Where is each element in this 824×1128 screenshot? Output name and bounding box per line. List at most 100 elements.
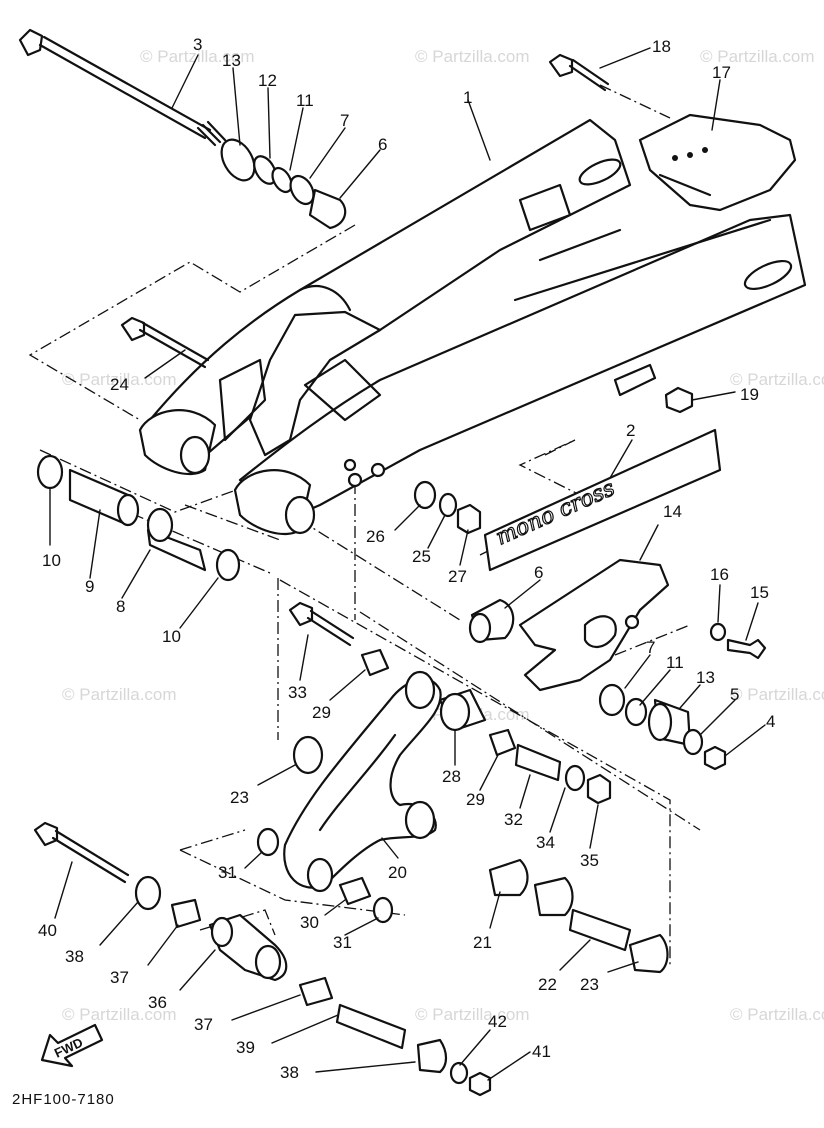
watermark-text: © Partzilla.com [62,1005,177,1024]
relay-spacers-30-31[interactable] [256,827,394,924]
thrust-washer-11 [271,166,293,194]
callout-13[interactable]: 13 [222,51,241,70]
pivot-boss-right [284,495,316,535]
callout-6[interactable]: 6 [378,135,387,154]
bushing-6b[interactable] [468,598,515,644]
watermark-text: © Partzilla.com [62,370,177,389]
callout-10[interactable]: 10 [42,551,61,570]
pivot-bushing-set-right[interactable] [598,622,767,771]
callout-24[interactable]: 24 [110,375,129,394]
swingarm-body[interactable] [138,118,807,535]
callout-37b[interactable]: 37 [194,1015,213,1034]
forward-direction-arrow: FWD [40,1023,104,1068]
seal-10b [215,548,241,582]
callout-11b[interactable]: 11 [666,653,684,672]
callout-12[interactable]: 12 [258,71,277,90]
callout-32[interactable]: 32 [504,810,523,829]
callout-27[interactable]: 27 [448,567,467,586]
callout-30[interactable]: 30 [300,913,319,932]
callout-6b[interactable]: 6 [534,563,543,582]
callout-26[interactable]: 26 [366,527,385,546]
callout-28[interactable]: 28 [442,767,461,786]
drawing-code: 2HF100-7180 [12,1091,115,1108]
callout-19[interactable]: 19 [740,385,759,404]
bolt-24[interactable] [120,316,210,369]
callout-39[interactable]: 39 [236,1038,255,1057]
watermark-text: © Partzilla.com [700,47,815,66]
axle-slot-right [743,259,793,291]
watermark-text: © Partzilla.com [730,370,824,389]
leader-lines [49,47,766,1081]
bolt-33[interactable] [288,601,355,647]
callout-41[interactable]: 41 [532,1042,551,1061]
axle-slot-left [578,158,622,186]
connecting-rod-36[interactable] [208,913,288,982]
relay-arm-20[interactable] [283,670,442,893]
callout-4[interactable]: 4 [766,712,775,731]
callout-33[interactable]: 33 [288,683,307,702]
callout-29b[interactable]: 29 [466,790,485,809]
callout-7b[interactable]: 7 [646,638,655,657]
callout-20[interactable]: 20 [388,863,407,882]
callout-3[interactable]: 3 [193,35,202,54]
oil-seal-13 [220,138,256,182]
callout-15[interactable]: 15 [750,583,769,602]
watermark-text: © Partzilla.com [730,685,824,704]
callout-31[interactable]: 31 [218,863,237,882]
callout-29[interactable]: 29 [312,703,331,722]
callout-22[interactable]: 22 [538,975,557,994]
callout-37[interactable]: 37 [110,968,129,987]
callout-42[interactable]: 42 [488,1012,507,1031]
callout-5[interactable]: 5 [730,685,739,704]
watermark-text: © Partzilla.com [415,47,530,66]
callout-16[interactable]: 16 [710,565,729,584]
callout-7[interactable]: 7 [340,111,349,130]
washers-25-27[interactable] [413,480,482,535]
washer-9 [116,493,140,527]
bracket-tab [613,363,657,397]
pivot-bushing-set-left[interactable] [36,454,241,582]
watermark-text: © Partzilla.com [730,1005,824,1024]
pivot-boss-left [179,435,211,475]
callout-8[interactable]: 8 [116,597,125,616]
decal-2[interactable]: mono cross [483,428,722,572]
pivot-shaft[interactable] [18,28,227,147]
callout-23b[interactable]: 23 [580,975,599,994]
seal-10 [36,454,64,490]
callout-13b[interactable]: 13 [696,668,715,687]
watermark-text: © Partzilla.com [415,1005,530,1024]
callout-2[interactable]: 2 [626,421,635,440]
callout-34[interactable]: 34 [536,833,555,852]
bolt-18[interactable] [548,53,610,92]
chain-guide-17[interactable] [638,113,797,212]
callout-38b[interactable]: 38 [280,1063,299,1082]
callout-36[interactable]: 36 [148,993,167,1012]
callout-14[interactable]: 14 [663,502,682,521]
callout-21[interactable]: 21 [473,933,492,952]
callout-9[interactable]: 9 [85,577,94,596]
chain-guide-mount [518,183,572,232]
callout-40[interactable]: 40 [38,921,57,940]
callout-35[interactable]: 35 [580,851,599,870]
bushing-6 [308,188,347,230]
lower-link-parts[interactable] [134,875,492,1097]
callout-25[interactable]: 25 [412,547,431,566]
callout-17[interactable]: 17 [712,63,731,82]
thrust-cover-12 [253,155,277,185]
callout-23[interactable]: 23 [230,788,249,807]
callout-18[interactable]: 18 [652,37,671,56]
callout-38[interactable]: 38 [65,947,84,966]
pivot-bushing-set-upper[interactable] [215,134,347,230]
callout-31b[interactable]: 31 [333,933,352,952]
bolt-40[interactable] [33,821,130,884]
part-number-labels: 3 13 12 11 7 6 1 18 17 19 24 2 10 9 8 10… [38,35,775,1082]
callout-11[interactable]: 11 [296,91,314,110]
nut-19[interactable] [664,386,694,414]
relay-collars-21-22[interactable] [488,858,669,974]
callout-1[interactable]: 1 [463,88,472,107]
callout-10b[interactable]: 10 [162,627,181,646]
chain-guide-14[interactable] [518,558,670,692]
bearing-7 [289,174,315,206]
